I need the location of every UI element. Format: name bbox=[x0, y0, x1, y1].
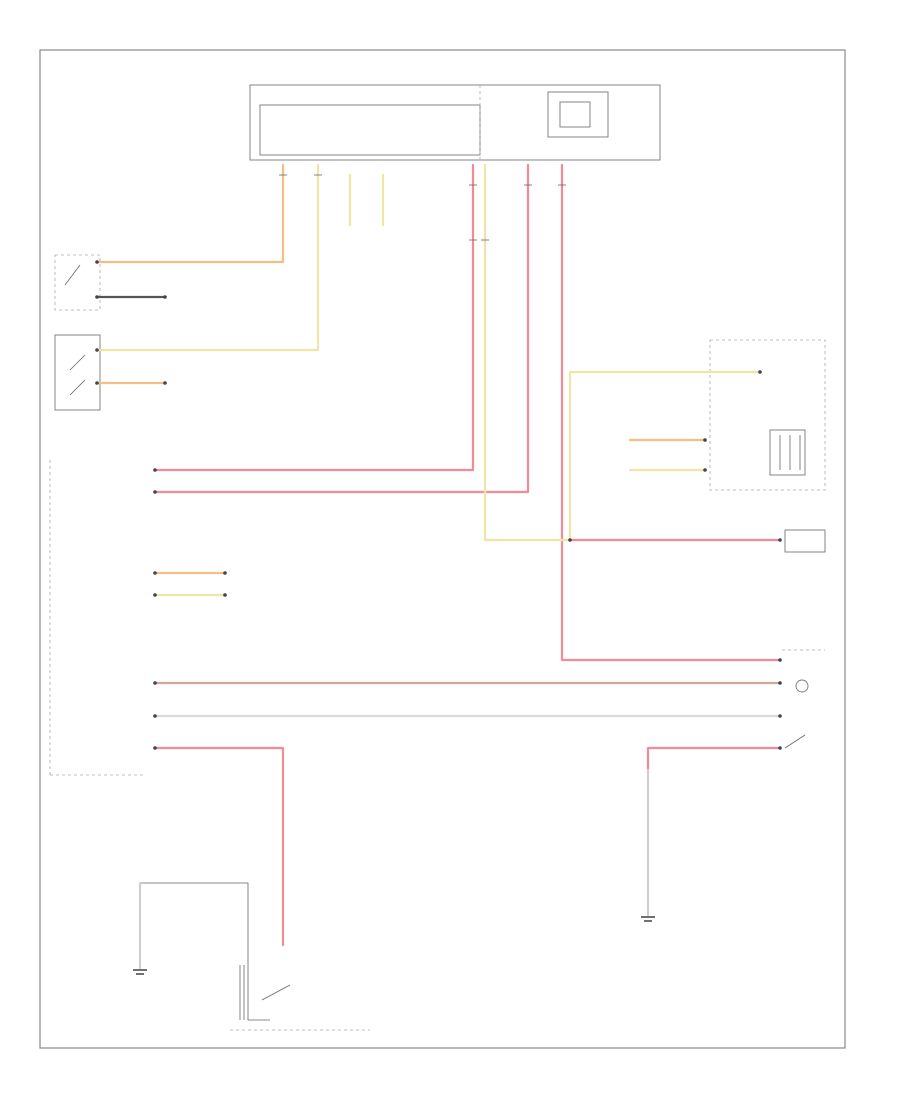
left-switch-assembly bbox=[54, 254, 101, 411]
left-switch-box-lower bbox=[54, 334, 101, 411]
bottom-right-component bbox=[782, 649, 825, 749]
top-module-relay-box bbox=[547, 91, 609, 138]
pin bbox=[758, 370, 762, 374]
right-switch-contacts bbox=[769, 429, 806, 476]
side-module bbox=[784, 529, 826, 553]
pin bbox=[153, 490, 157, 494]
left-switch-arm-1 bbox=[64, 264, 81, 286]
wire-red-2 bbox=[153, 163, 530, 494]
wire-yellow-center bbox=[483, 163, 572, 542]
pin bbox=[153, 714, 157, 718]
pin bbox=[153, 571, 157, 575]
diagram-frame bbox=[39, 49, 846, 1049]
bottom-switch-outline bbox=[140, 882, 270, 1021]
wire-orange-left bbox=[95, 163, 285, 264]
pin bbox=[223, 571, 227, 575]
pin bbox=[95, 381, 99, 385]
pin bbox=[95, 295, 99, 299]
wire-red-left-bottom bbox=[153, 746, 285, 947]
pin bbox=[153, 468, 157, 472]
pin bbox=[163, 295, 167, 299]
pin bbox=[703, 468, 707, 472]
wire-yellow-right bbox=[568, 370, 762, 542]
left-switch-arm-3 bbox=[69, 379, 86, 396]
wire-red-1 bbox=[153, 163, 475, 472]
ground-left bbox=[133, 969, 147, 975]
wires bbox=[95, 163, 782, 970]
top-module-box bbox=[249, 84, 661, 161]
pin bbox=[703, 438, 707, 442]
pin bbox=[778, 714, 782, 718]
pin bbox=[778, 658, 782, 662]
connector-ticks bbox=[279, 174, 566, 241]
pin bbox=[223, 593, 227, 597]
pin bbox=[778, 538, 782, 542]
top-module-relay-inner bbox=[559, 101, 591, 128]
top-control-module bbox=[249, 84, 661, 161]
bottom-switch-arm bbox=[261, 984, 291, 1001]
ground-right bbox=[641, 916, 655, 922]
pin bbox=[95, 260, 99, 264]
indicator-lamp bbox=[795, 679, 809, 693]
wire-yellow-left bbox=[95, 163, 320, 352]
pin bbox=[163, 381, 167, 385]
top-module-inner-box bbox=[259, 104, 481, 156]
pin bbox=[153, 593, 157, 597]
bottom-left-switch bbox=[140, 882, 370, 1031]
door-switch-arm bbox=[784, 734, 806, 749]
right-switch-box bbox=[709, 339, 826, 491]
wire-red-3 bbox=[560, 163, 782, 662]
right-switch-assembly bbox=[709, 339, 826, 491]
pin bbox=[568, 538, 572, 542]
pin bbox=[95, 348, 99, 352]
wire-red-right-bottom bbox=[646, 746, 782, 772]
pin bbox=[778, 681, 782, 685]
left-switch-box-upper bbox=[54, 254, 101, 311]
pin bbox=[153, 746, 157, 750]
connector-pins bbox=[95, 260, 782, 750]
pin bbox=[153, 681, 157, 685]
ground-symbols bbox=[133, 916, 655, 975]
left-switch-arm-2 bbox=[69, 354, 86, 371]
side-module-box bbox=[784, 529, 826, 553]
left-module bbox=[49, 460, 145, 776]
pin bbox=[778, 746, 782, 750]
